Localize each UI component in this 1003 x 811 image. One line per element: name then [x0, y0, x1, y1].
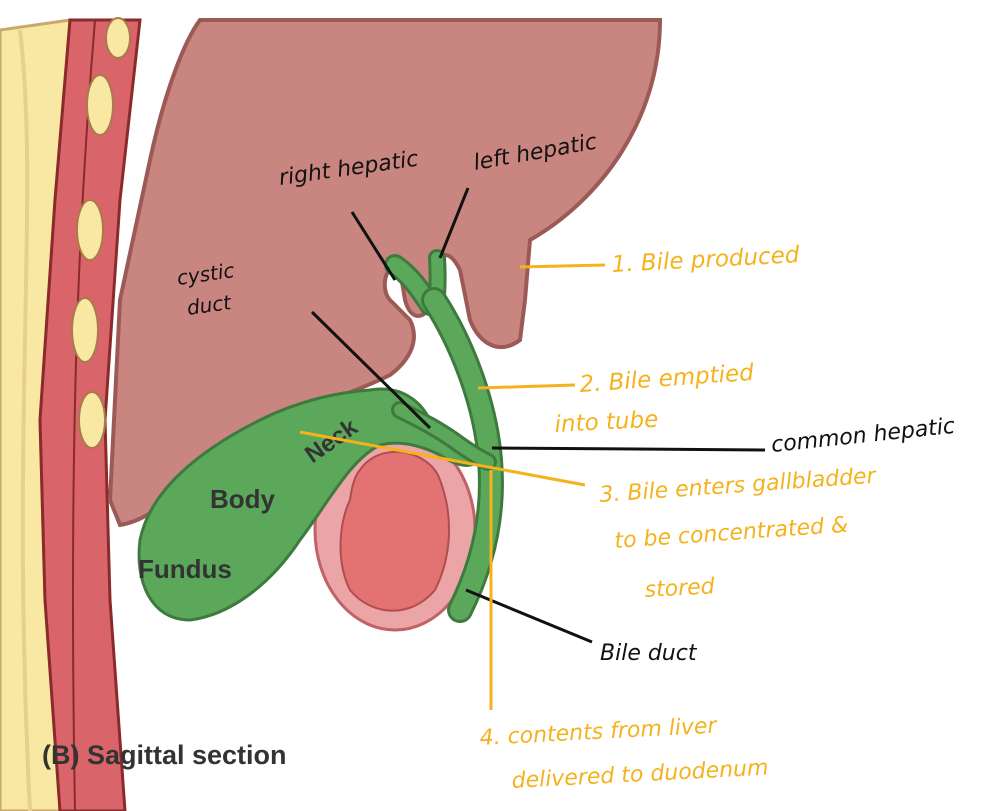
step3-text-line2: to be concentrated & — [614, 513, 849, 554]
abdominal-wall — [38, 17, 142, 811]
label-fundus: Fundus — [138, 554, 232, 584]
leader-common-hepatic — [491, 446, 766, 452]
step3-text-line1: 3. Bile enters gallbladder — [599, 464, 879, 508]
vertebra-node — [71, 297, 99, 363]
step1-text: 1. Bile produced — [611, 242, 800, 278]
liver — [107, 18, 663, 528]
leader-right-hepatic — [350, 211, 397, 281]
vertebra-node — [86, 74, 114, 136]
vertebra-node — [78, 391, 106, 449]
leader-bile-duct — [465, 588, 593, 644]
biliary-ducts — [384, 249, 504, 623]
label-body: Body — [210, 484, 276, 514]
leader-left-hepatic — [438, 187, 470, 259]
leader-cystic-duct — [310, 310, 432, 430]
vertebra-node — [76, 199, 104, 261]
step3-text-line3: stored — [644, 574, 716, 603]
label-bile-duct: Bile duct — [600, 641, 698, 666]
leader-step1 — [519, 263, 606, 269]
step2-text-line1: 2. Bile emptied — [579, 360, 755, 398]
leader-step2 — [477, 383, 576, 390]
figure-caption: (B) Sagittal section — [42, 740, 287, 770]
label-common-hepatic: common hepatic — [770, 414, 956, 458]
step4-text-line1: 4. contents from liver — [479, 714, 719, 751]
vertebra-node — [105, 17, 131, 59]
duodenum — [313, 428, 477, 632]
step2-text-line2: into tube — [554, 407, 659, 438]
step4-text-line2: delivered to duodenum — [511, 756, 769, 794]
leader-step3 — [299, 430, 586, 487]
